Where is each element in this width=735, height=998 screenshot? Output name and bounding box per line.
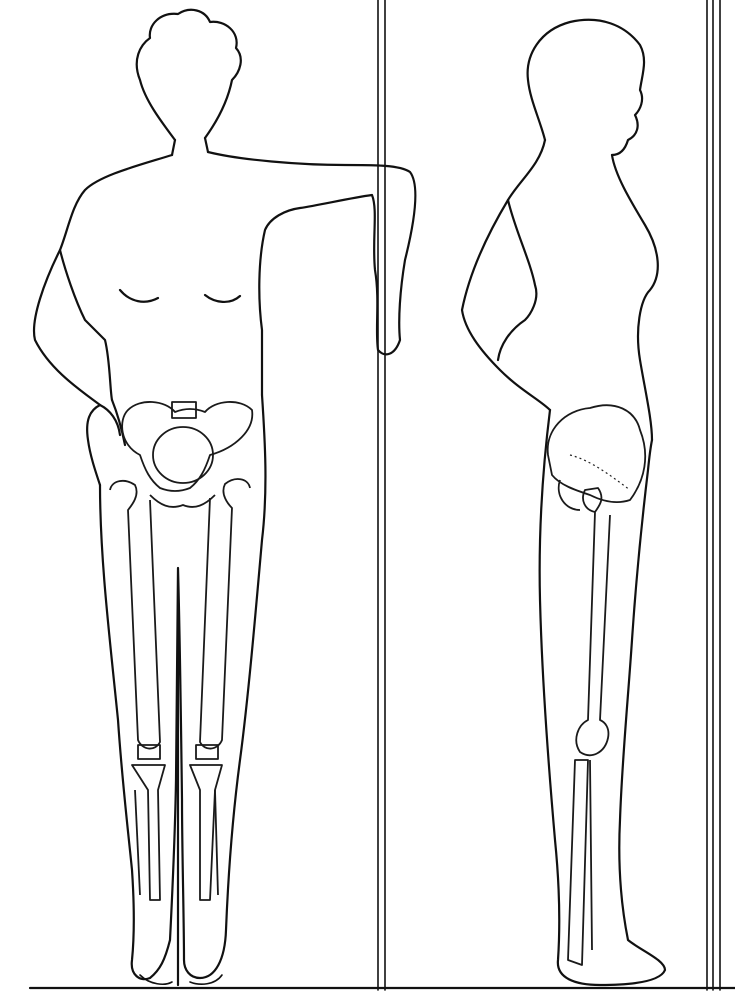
side-arm xyxy=(498,200,536,360)
side-femur xyxy=(576,488,610,755)
front-view-figure xyxy=(34,10,415,985)
front-neck xyxy=(172,138,208,155)
side-pelvis xyxy=(548,405,646,510)
front-breasts xyxy=(120,290,240,302)
wall-line-right xyxy=(707,0,720,990)
side-head xyxy=(528,20,644,155)
wall-line-center xyxy=(378,0,385,990)
side-leg-outline xyxy=(540,410,665,985)
front-pelvis xyxy=(122,402,252,507)
side-back-outline xyxy=(462,140,550,410)
front-head xyxy=(137,10,241,140)
side-view-figure xyxy=(462,20,665,985)
side-tibia xyxy=(568,760,592,965)
front-left-arm xyxy=(60,250,112,400)
side-front-outline xyxy=(612,155,658,440)
front-left-hand xyxy=(87,400,125,485)
front-torso-outline xyxy=(34,155,172,435)
